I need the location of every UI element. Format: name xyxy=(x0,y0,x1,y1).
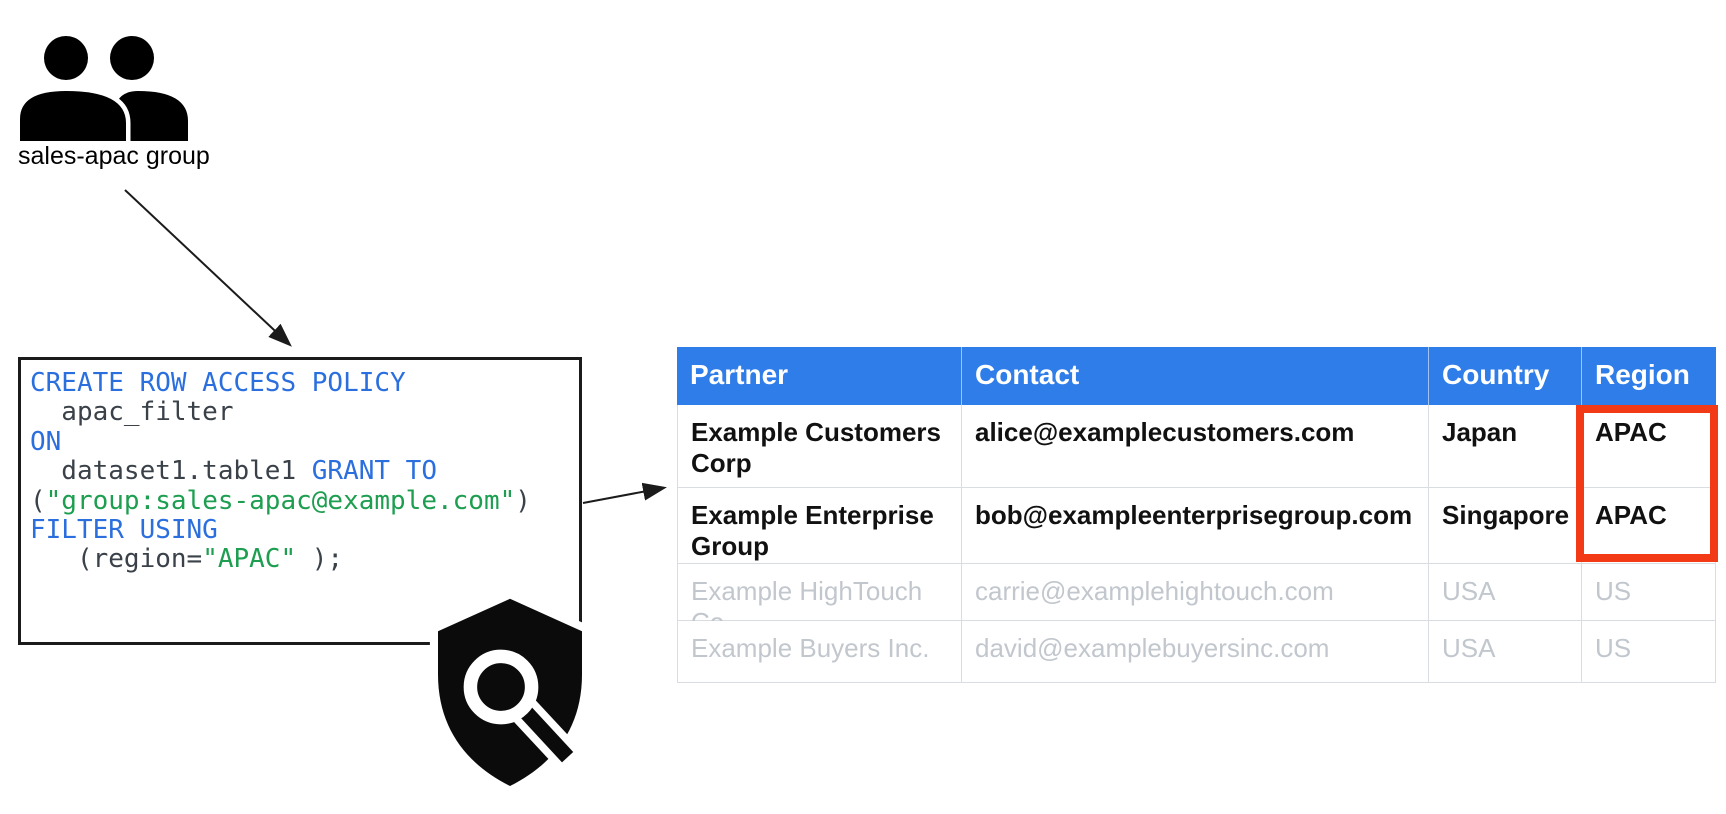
cell-country-row1: Japan xyxy=(1429,405,1582,488)
cell-region-row2: APAC xyxy=(1582,488,1716,564)
code-line-3: ON xyxy=(30,426,579,457)
sql-text: ) xyxy=(515,485,531,516)
cell-contact-row2: bob@exampleenterprisegroup.com xyxy=(962,488,1429,564)
cell-country-row3: USA xyxy=(1429,564,1582,621)
cell-region-row3: US xyxy=(1582,564,1716,621)
cell-contact-row4: david@examplebuyersinc.com xyxy=(962,621,1429,683)
cell-region-row1: APAC xyxy=(1582,405,1716,488)
security-shield-search-icon xyxy=(429,590,591,795)
sql-text: ( xyxy=(30,485,46,516)
apac-region-highlight-box xyxy=(1576,405,1718,562)
cell-partner-row4: Example Buyers Inc. xyxy=(677,621,962,683)
arrow-group-to-policy xyxy=(124,189,292,347)
arrow-policy-to-table xyxy=(582,482,667,504)
sql-string: "APAC" xyxy=(202,544,297,575)
sql-keyword: FILTER USING xyxy=(30,515,218,546)
sql-string: "group:sales-apac@example.com" xyxy=(45,485,516,516)
column-header-contact: Contact xyxy=(962,347,1429,405)
code-line-1: CREATE ROW ACCESS POLICY xyxy=(30,368,579,398)
sql-text: (region= xyxy=(30,544,203,575)
code-line-5: ("group:sales-apac@example.com") xyxy=(30,485,579,516)
code-line-2: apac_filter xyxy=(30,398,579,427)
cell-contact-row3: carrie@examplehightouch.com xyxy=(962,564,1429,621)
sql-keyword: ON xyxy=(30,426,62,457)
column-header-country: Country xyxy=(1429,347,1582,405)
column-header-partner: Partner xyxy=(677,347,962,405)
group-label: sales-apac group xyxy=(18,142,210,170)
column-header-region: Region xyxy=(1582,347,1716,405)
code-line-4: dataset1.table1 GRANT TO xyxy=(30,457,579,486)
cell-partner-row1: Example Customers Corp xyxy=(677,405,962,488)
cell-country-row4: USA xyxy=(1429,621,1582,683)
cell-region-row4: US xyxy=(1582,621,1716,683)
code-line-6: FILTER USING xyxy=(30,515,579,546)
sql-text: ); xyxy=(296,544,344,575)
cell-country-row2: Singapore xyxy=(1429,488,1582,564)
sql-text: dataset1.table1 xyxy=(30,456,312,487)
sql-text: apac_filter xyxy=(30,397,234,428)
sql-keyword: CREATE ROW ACCESS POLICY xyxy=(30,368,406,398)
group-people-icon xyxy=(18,36,188,145)
sql-keyword: GRANT TO xyxy=(311,456,437,487)
cell-partner-row2: Example Enterprise Group xyxy=(677,488,962,564)
cell-contact-row1: alice@examplecustomers.com xyxy=(962,405,1429,488)
cell-partner-row3: Example HighTouch Co. xyxy=(677,564,962,637)
code-line-7: (region="APAC" ); xyxy=(30,545,579,574)
